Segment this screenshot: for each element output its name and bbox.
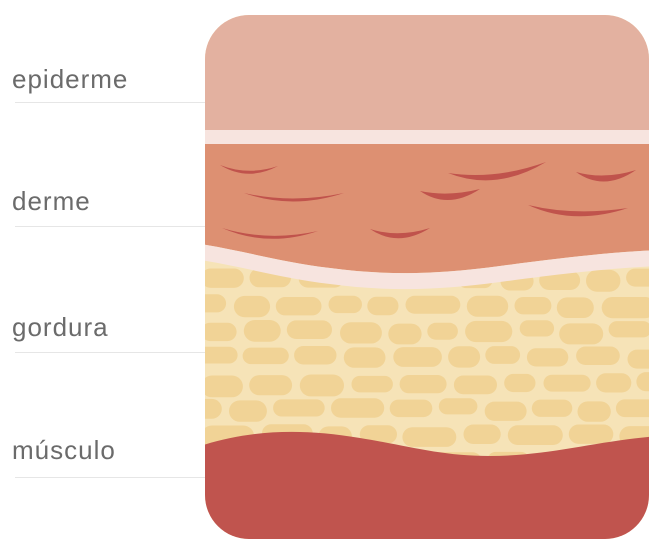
fat-cell xyxy=(602,297,649,318)
fat-cell xyxy=(187,399,222,419)
fat-cell xyxy=(352,376,393,393)
fat-cell xyxy=(187,347,238,364)
fat-cell xyxy=(454,376,497,395)
fat-cell xyxy=(467,296,508,317)
fat-cell xyxy=(294,346,336,365)
fat-cell xyxy=(287,320,332,339)
derme-layer xyxy=(200,140,649,273)
epiderme-layer xyxy=(200,10,649,130)
fat-cell xyxy=(544,375,591,392)
fat-cell xyxy=(331,398,384,417)
fat-cell xyxy=(243,348,289,365)
fat-cell xyxy=(559,323,603,344)
fat-cell xyxy=(201,269,244,288)
fat-cell xyxy=(249,375,292,395)
fat-cell xyxy=(609,321,649,337)
fat-cell xyxy=(578,401,611,421)
fat-cell xyxy=(520,320,554,336)
fat-cell xyxy=(628,350,649,369)
fat-cell xyxy=(504,374,535,392)
fat-cell xyxy=(390,400,433,418)
fat-cell xyxy=(393,347,442,367)
fat-cell xyxy=(273,399,325,416)
fat-cell xyxy=(586,270,620,292)
fat-cell xyxy=(234,296,270,317)
fat-cell xyxy=(388,324,421,345)
fat-cell xyxy=(276,297,322,315)
fat-cell xyxy=(464,425,501,445)
fat-cell xyxy=(576,347,620,366)
fat-cell xyxy=(229,400,267,421)
fat-cell xyxy=(616,399,649,417)
fat-cell xyxy=(527,348,568,366)
fat-cell xyxy=(201,376,243,398)
fat-cell xyxy=(508,425,563,445)
fat-cell xyxy=(201,323,237,341)
fat-cell xyxy=(344,347,386,367)
fat-cell xyxy=(367,297,398,316)
fat-cell xyxy=(427,323,458,340)
fat-cell xyxy=(557,297,594,318)
fat-cell xyxy=(532,400,573,417)
fat-cell xyxy=(406,296,461,314)
fat-cell xyxy=(485,402,527,421)
fat-cell xyxy=(300,375,344,397)
fat-cell xyxy=(329,296,363,313)
fat-cell xyxy=(402,427,456,447)
fat-cell xyxy=(187,294,226,312)
fat-cell xyxy=(340,322,382,343)
fat-cell xyxy=(448,346,480,367)
fat-cell xyxy=(569,425,614,444)
fat-cell xyxy=(626,269,649,287)
fat-cell xyxy=(596,373,631,392)
fat-cell xyxy=(485,346,520,364)
epiderme-separator xyxy=(200,130,649,144)
fat-cell xyxy=(439,398,478,414)
fat-cell xyxy=(244,320,281,342)
fat-cell xyxy=(465,321,512,342)
fat-cell xyxy=(400,375,447,393)
fat-cell xyxy=(515,297,552,314)
